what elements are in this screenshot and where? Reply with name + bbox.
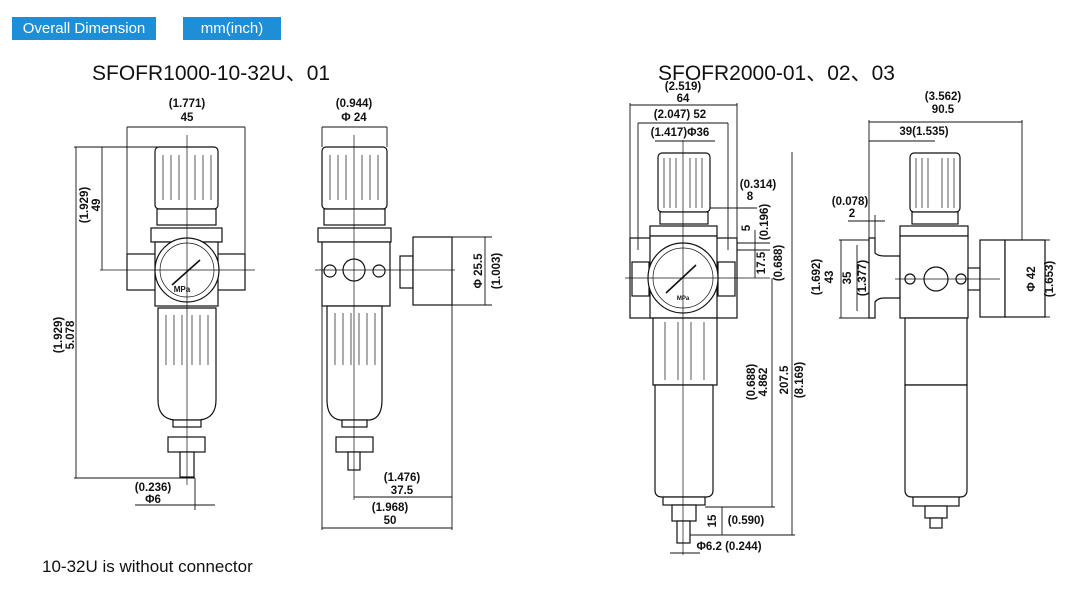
dim-width-inch-2000: (2.519)	[665, 81, 702, 93]
dim-center-inch: (0.688)	[773, 245, 785, 282]
sfofr1000-front-dimensions: (1.771) 45 (1.929) 49 (1.929) 5.078 (0.2…	[53, 98, 246, 510]
dim-gap-inch: (0.196)	[759, 204, 771, 241]
sfofr2000-side-view	[868, 152, 1046, 529]
dim-upper-inch: (1.929)	[79, 187, 91, 224]
dim-hole-mm: 35	[842, 271, 854, 284]
dim-plate: (2.047) 52	[654, 109, 706, 121]
sfofr1000-side-view	[315, 135, 455, 500]
dim-port-2000: Φ6.2 (0.244)	[696, 541, 761, 553]
footnote: 10-32U is without connector	[42, 557, 253, 576]
dim-center-mm: 17.5	[756, 251, 768, 274]
dim-port-inch: (0.236)	[135, 482, 172, 494]
sfofr2000-side-dimensions: (3.562) 90.5 39(1.535) (0.078) 2 (1.692)…	[811, 91, 1056, 319]
dim-total-mm: 5.078	[65, 320, 77, 349]
dim-overall-depth-inch: (1.968)	[372, 502, 409, 514]
sfofr1000-side-dimensions: (0.944) Φ 24 Φ 25.5 (1.003) (1.476) 37.5…	[321, 98, 503, 530]
dim-port-mm: Φ6	[145, 494, 161, 506]
dim-width-mm: 45	[181, 112, 194, 124]
dim-hole-inch: (1.377)	[857, 260, 869, 297]
dim-depth-mm: 37.5	[391, 485, 414, 497]
overall-dimension-label: Overall Dimension	[12, 17, 156, 40]
dim-bracket-h-mm: 43	[824, 271, 836, 284]
sfofr2000-front-dimensions: (2.519) 64 (2.047) 52 (1.417)Φ36 (0.314)…	[629, 81, 806, 554]
dim-offset-mm: 8	[747, 191, 754, 203]
dim-knob-inch: (0.944)	[336, 98, 373, 110]
model-title-1000: SFOFR1000-10-32U、01	[92, 62, 331, 85]
sfofr2000-front-view: MPa	[625, 140, 770, 555]
dim-gauge-mm-2000: Φ 42	[1026, 266, 1038, 291]
dim-bracket-thk-inch: (0.078)	[832, 196, 869, 208]
dim-bracket-thk-mm: 2	[849, 208, 855, 220]
dim-drain-mm: 15	[707, 514, 719, 527]
unit-label: mm(inch)	[183, 17, 281, 40]
dim-width-inch: (1.771)	[169, 98, 206, 110]
dim-bracket-depth: 39(1.535)	[899, 126, 948, 138]
dim-gap-mm: 5	[741, 224, 753, 231]
dim-knob-mm: Φ 24	[341, 112, 367, 124]
dim-total-mm-2000: 207.5	[779, 365, 791, 394]
dim-gauge-inch: (1.003)	[491, 253, 503, 290]
dim-width-mm-2000: 64	[677, 93, 690, 105]
model-title-2000: SFOFR2000-01、02、03	[658, 62, 895, 85]
dim-lower-inch: (0.688)	[746, 364, 758, 401]
dim-drain-inch: (0.590)	[728, 515, 765, 527]
dim-total-inch-2000: (8.169)	[794, 362, 806, 399]
dim-offset-inch: (0.314)	[740, 179, 777, 191]
dim-depth-mm-2000: 90.5	[932, 104, 955, 116]
dim-lower-mm: 4.862	[758, 368, 770, 397]
sfofr1000-front-view: MPa	[100, 135, 255, 485]
dim-total-inch: (1.929)	[53, 317, 65, 354]
dim-knob-2000: (1.417)Φ36	[651, 127, 710, 139]
dim-depth-inch: (1.476)	[384, 472, 421, 484]
dim-upper-mm: 49	[91, 199, 103, 212]
gauge-unit: MPa	[174, 285, 191, 294]
dim-depth-inch-2000: (3.562)	[925, 91, 962, 103]
dim-gauge-inch-2000: (1.653)	[1044, 261, 1056, 298]
dim-overall-depth-mm: 50	[384, 515, 397, 527]
dim-bracket-h-inch: (1.692)	[811, 259, 823, 296]
dim-gauge-mm: Φ 25.5	[473, 253, 485, 289]
